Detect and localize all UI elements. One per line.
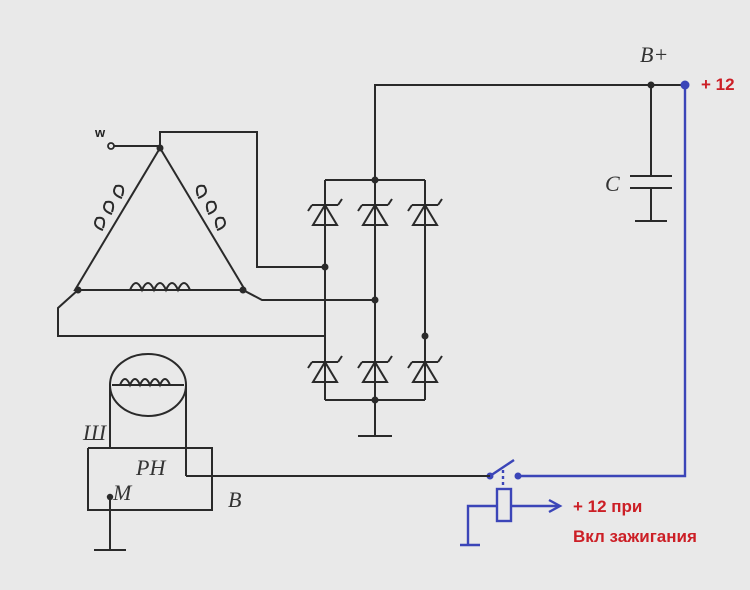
relay-switch: + 12 при Вкл зажигания xyxy=(460,459,697,547)
rn-label: PH xyxy=(135,455,166,480)
sh-label: Ш xyxy=(82,420,107,445)
capacitor: C xyxy=(605,85,672,222)
w-terminal: w xyxy=(94,125,160,150)
output-line: B+ xyxy=(374,42,685,180)
capacitor-label: C xyxy=(605,171,620,196)
ignition-label-line2: Вкл зажигания xyxy=(573,527,697,546)
rectifier-bridge xyxy=(307,176,443,437)
w-label: w xyxy=(94,125,106,140)
b-label: B xyxy=(228,487,241,512)
ignition-label-line1: + 12 при xyxy=(573,497,642,516)
b-plus-label: B+ xyxy=(640,42,668,67)
voltage-regulator: Ш PH M B xyxy=(82,353,490,551)
stator-windings xyxy=(73,144,247,294)
plus12-label: + 12 xyxy=(701,75,735,94)
phase-leads xyxy=(57,131,375,337)
control-wiring: + 12 xyxy=(518,75,735,478)
m-label: M xyxy=(112,480,133,505)
